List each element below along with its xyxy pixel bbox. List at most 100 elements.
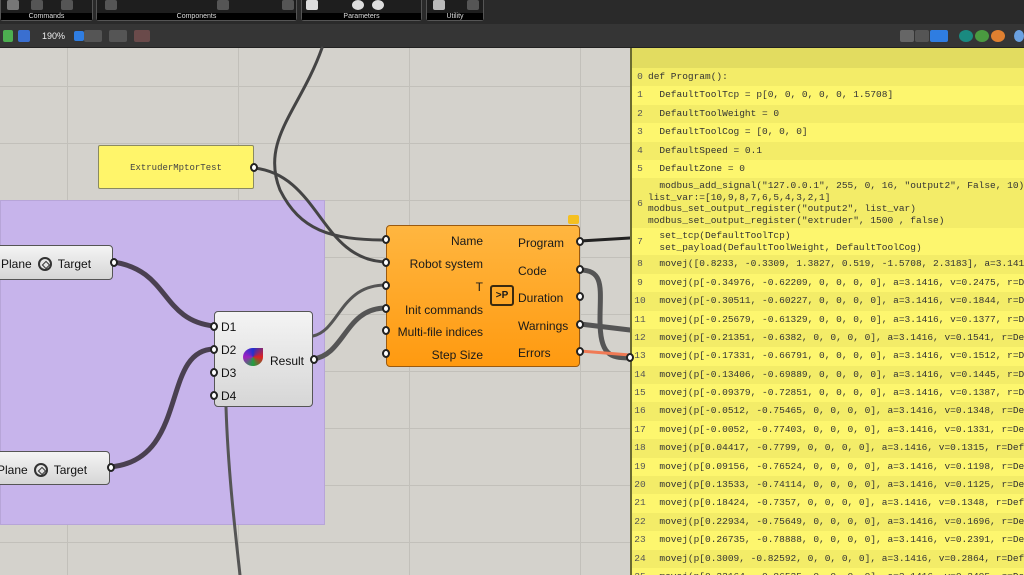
output-port[interactable]: [576, 265, 584, 274]
input-port[interactable]: [210, 391, 218, 400]
code-line: 2 DefaultToolWeight = 0: [632, 104, 1024, 124]
input-label: Plane: [0, 462, 28, 477]
utility-icon[interactable]: [433, 0, 445, 10]
input-port[interactable]: [210, 368, 218, 377]
input-port[interactable]: [382, 235, 390, 244]
output-label: Target: [57, 256, 92, 271]
message-balloon-icon[interactable]: [568, 215, 579, 224]
program-icon: >P: [490, 285, 514, 306]
program-icon[interactable]: [217, 0, 229, 10]
tab-group-commands[interactable]: Commands: [0, 0, 93, 21]
eye-icon[interactable]: [109, 30, 127, 42]
line-number: 15: [634, 387, 646, 399]
code-line: 1 DefaultToolTcp = p[0, 0, 0, 0, 0, 1.57…: [632, 86, 1024, 104]
code-line: 8 movej([0.8233, -0.3309, 1.3827, 0.519,…: [632, 255, 1024, 274]
zoom-value: 190%: [42, 31, 66, 41]
wire: [577, 267, 633, 361]
graph-icon[interactable]: [31, 0, 43, 10]
input-port[interactable]: [626, 353, 634, 362]
input-port[interactable]: [210, 345, 218, 354]
line-text: movej(p[0.26735, -0.78888, 0, 0, 0, 0], …: [648, 534, 1024, 546]
display-icon[interactable]: [1014, 30, 1024, 42]
line-number: 3: [637, 126, 643, 138]
output-warnings: Warnings: [518, 319, 569, 333]
chevron-down-icon[interactable]: [74, 31, 84, 41]
code-line: 7 set_tcp(DefaultToolTcp) set_payload(De…: [632, 228, 1024, 255]
merge-node[interactable]: D1 D2 D3 D4 Result: [214, 311, 313, 407]
code-line: 24 movej(p[0.3009, -0.82592, 0, 0, 0, 0]…: [632, 549, 1024, 568]
code-line: 18 movej(p[0.04417, -0.7799, 0, 0, 0, 0]…: [632, 439, 1024, 458]
zoom-extents-icon[interactable]: [84, 30, 102, 42]
input-label: Plane: [1, 256, 32, 271]
code-line: 21 movej(p[0.18424, -0.7357, 0, 0, 0, 0]…: [632, 494, 1024, 512]
preview-shaded-icon[interactable]: [930, 30, 948, 42]
tab-group-components[interactable]: Components: [96, 0, 297, 21]
line-text: movej(p[0.33164, -0.86535, 0, 0, 0, 0], …: [648, 568, 1024, 575]
output-port[interactable]: [576, 292, 584, 301]
create-program-node[interactable]: Name Robot system T Init commands Multi-…: [386, 225, 580, 367]
code-line: 17 movej(p[-0.0052, -0.77403, 0, 0, 0, 0…: [632, 421, 1024, 439]
output-port[interactable]: [110, 258, 118, 267]
code-line: 22 movej(p[0.22934, -0.75649, 0, 0, 0, 0…: [632, 512, 1024, 532]
tab-group-utility[interactable]: Utility: [426, 0, 484, 21]
output-result: Result: [270, 354, 305, 368]
output-port[interactable]: [250, 163, 258, 172]
line-text: DefaultZone = 0: [648, 162, 745, 174]
extruder-panel[interactable]: ExtruderMptorTest: [98, 145, 254, 189]
preview-off-icon[interactable]: [915, 30, 929, 42]
robot-param-icon[interactable]: [306, 0, 318, 10]
input-port[interactable]: [382, 258, 390, 267]
line-number: 2: [637, 107, 643, 119]
gear-icon[interactable]: [467, 0, 479, 10]
output-port[interactable]: [107, 463, 115, 472]
target-param-icon[interactable]: [352, 0, 364, 10]
input-d1: D1: [221, 320, 237, 334]
output-duration: Duration: [518, 291, 564, 305]
input-port[interactable]: [210, 322, 218, 331]
preview-selected-icon[interactable]: [959, 30, 973, 42]
preview-mesh-icon[interactable]: [975, 30, 989, 42]
output-port[interactable]: [310, 355, 318, 364]
output-errors: Errors: [518, 346, 551, 360]
command-icon[interactable]: [7, 0, 19, 10]
input-d2: D2: [221, 343, 237, 357]
save-icon[interactable]: [18, 30, 30, 42]
input-port[interactable]: [382, 281, 390, 290]
save-icon[interactable]: [282, 0, 294, 10]
line-text: movej(p[-0.17331, -0.66791, 0, 0, 0, 0],…: [648, 350, 1024, 362]
new-file-icon[interactable]: [3, 30, 13, 42]
line-text: movej(p[0.3009, -0.82592, 0, 0, 0, 0], a…: [648, 552, 1024, 564]
group-label: Parameters: [302, 13, 421, 20]
line-number: 6: [637, 197, 643, 209]
input-t: T: [475, 280, 483, 294]
plane-to-target-node[interactable]: Plane Target: [0, 245, 113, 280]
output-port[interactable]: [576, 320, 584, 329]
wire: [578, 349, 632, 357]
line-number: 5: [637, 162, 643, 174]
zoom-level[interactable]: 190%: [38, 30, 100, 42]
code-line: 16 movej(p[-0.0512, -0.75465, 0, 0, 0, 0…: [632, 402, 1024, 421]
code-line: 14 movej(p[-0.13406, -0.69889, 0, 0, 0, …: [632, 365, 1024, 385]
preview-wireframe-icon[interactable]: [900, 30, 914, 42]
code-line: 10 movej(p[-0.30511, -0.60227, 0, 0, 0, …: [632, 292, 1024, 311]
preview-material-icon[interactable]: [991, 30, 1005, 42]
line-number: 16: [634, 405, 646, 417]
line-number: 17: [634, 423, 646, 435]
input-port[interactable]: [382, 349, 390, 358]
line-text: DefaultToolTcp = p[0, 0, 0, 0, 0, 1.5708…: [648, 89, 894, 101]
output-port[interactable]: [576, 237, 584, 246]
tab-group-parameters[interactable]: Parameters: [301, 0, 422, 21]
clock-icon[interactable]: [61, 0, 73, 10]
sketch-icon[interactable]: [134, 30, 150, 42]
input-port[interactable]: [382, 304, 390, 313]
input-port[interactable]: [382, 326, 390, 335]
output-port[interactable]: [576, 347, 584, 356]
wire: [110, 259, 217, 329]
robot-icon[interactable]: [105, 0, 117, 10]
speed-param-icon[interactable]: [372, 0, 384, 10]
group-label: Commands: [1, 13, 92, 20]
line-number: 11: [634, 313, 646, 325]
